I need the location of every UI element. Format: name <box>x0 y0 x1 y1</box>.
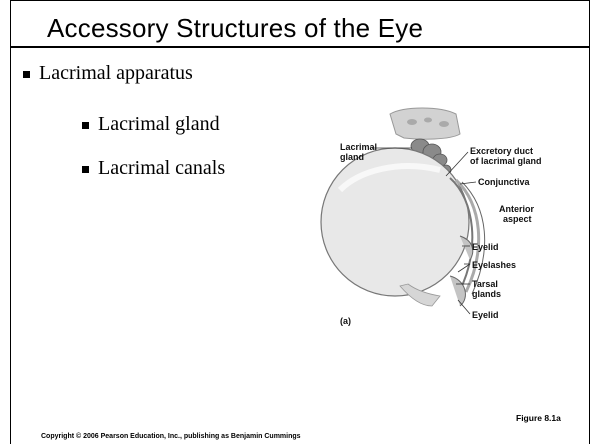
label-anterior-aspect-line2: aspect <box>503 214 532 224</box>
label-eyelid-upper: Eyelid <box>472 242 499 252</box>
label-panel-a: (a) <box>340 316 351 326</box>
label-lacrimal-gland: Lacrimal <box>340 142 377 152</box>
bullet-square-icon <box>82 166 89 173</box>
label-tarsal-glands: Tarsal <box>472 279 498 289</box>
label-eyelashes: Eyelashes <box>472 260 516 270</box>
figure-label: Figure 8.1a <box>516 413 561 423</box>
bullet-square-icon <box>23 71 30 78</box>
bullet-item-lacrimal-gland: Lacrimal gland <box>82 113 220 136</box>
label-anterior-aspect: Anterior <box>499 204 534 214</box>
bullet-item-lacrimal-apparatus: Lacrimal apparatus <box>23 62 193 85</box>
eye-diagram: Lacrimal gland Excretory duct of lacrima… <box>300 100 590 340</box>
label-excretory-duct: Excretory duct <box>470 146 533 156</box>
copyright-notice: Copyright © 2006 Pearson Education, Inc.… <box>41 433 301 440</box>
label-tarsal-glands-line2: glands <box>472 289 501 299</box>
eyeball-shape <box>321 148 469 296</box>
label-conjunctiva: Conjunctiva <box>478 177 530 187</box>
eye-illustration <box>300 100 590 340</box>
bullet-item-lacrimal-canals: Lacrimal canals <box>82 157 225 180</box>
bullet-text: Lacrimal apparatus <box>39 62 193 85</box>
label-excretory-duct-line2: of lacrimal gland <box>470 156 542 166</box>
title-divider <box>10 46 590 48</box>
label-eyelid-lower: Eyelid <box>472 310 499 320</box>
bullet-square-icon <box>82 122 89 129</box>
label-lacrimal-gland-line2: gland <box>340 152 364 162</box>
bullet-text: Lacrimal gland <box>98 113 220 136</box>
bullet-text: Lacrimal canals <box>98 157 225 180</box>
slide-title: Accessory Structures of the Eye <box>47 13 423 44</box>
frame-top-border <box>10 0 590 1</box>
frame-left-border <box>10 0 11 444</box>
